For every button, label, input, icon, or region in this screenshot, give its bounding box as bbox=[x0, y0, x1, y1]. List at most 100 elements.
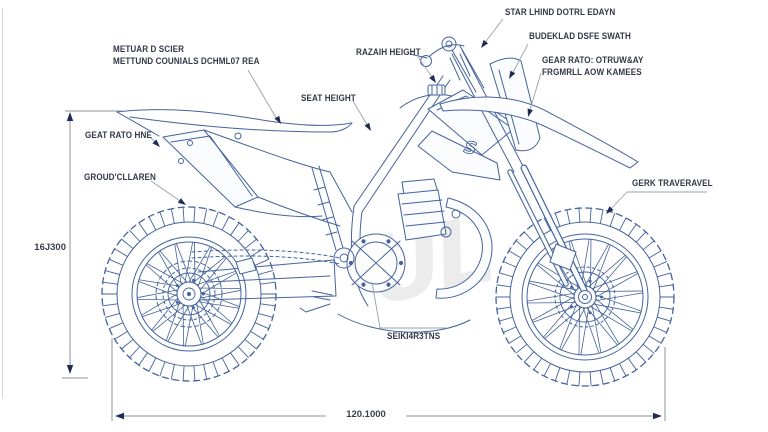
spoke bbox=[194, 303, 232, 325]
tire-knob bbox=[496, 284, 512, 288]
leader-arrowheads bbox=[152, 39, 614, 214]
tire-knob bbox=[193, 206, 196, 223]
tire-knob bbox=[221, 357, 230, 372]
spoke bbox=[152, 304, 186, 332]
spoke bbox=[590, 306, 633, 332]
tire-knob bbox=[648, 250, 662, 259]
tire-knob bbox=[599, 369, 604, 385]
tire-knob bbox=[114, 248, 128, 258]
label-budeklad: BUDEKLAD DSFE SWATH bbox=[529, 31, 631, 41]
spoke bbox=[196, 270, 237, 286]
tire-knob bbox=[230, 222, 240, 236]
tire-knob bbox=[237, 346, 249, 359]
arrowhead-icon bbox=[606, 206, 614, 214]
arrowhead-icon bbox=[429, 74, 436, 83]
leader-ground-clearance bbox=[150, 180, 184, 204]
tire-knob bbox=[129, 346, 141, 359]
arrow-down-icon bbox=[66, 365, 74, 374]
rim-outer bbox=[521, 233, 649, 361]
spoke bbox=[593, 303, 642, 314]
spoke bbox=[593, 244, 611, 291]
front-brake-caliper bbox=[549, 243, 577, 271]
spoke bbox=[136, 298, 180, 301]
spoke bbox=[199, 289, 242, 299]
leader-engine-note bbox=[371, 281, 446, 329]
label-top-note: METUAR D SCIER METTUND COUNIALS DCHML07 … bbox=[113, 43, 260, 67]
tire-knob bbox=[148, 357, 157, 372]
brake-disc bbox=[162, 267, 216, 321]
tire-knob bbox=[642, 343, 655, 354]
tire-knob bbox=[496, 306, 512, 310]
spoke bbox=[588, 254, 626, 288]
rear-wheel bbox=[101, 206, 277, 382]
tire-knob bbox=[108, 322, 124, 330]
label-gear-rato-line2: FRGMRLL AOW KAMEES bbox=[542, 67, 642, 77]
tire-knob bbox=[658, 306, 674, 310]
tire-knob bbox=[182, 206, 185, 223]
spoke bbox=[151, 297, 179, 331]
tire-knob bbox=[221, 216, 230, 231]
spoke bbox=[199, 257, 227, 291]
tire-knob bbox=[619, 217, 627, 231]
tire-knob bbox=[212, 211, 219, 227]
handlebar bbox=[409, 36, 471, 81]
label-engine-note: SEIKI4R3TNS bbox=[387, 331, 441, 341]
spoke bbox=[174, 243, 182, 286]
tire-knob bbox=[609, 212, 616, 227]
front-fender bbox=[439, 96, 639, 169]
dimension-lines bbox=[62, 110, 666, 421]
tire-knob bbox=[114, 330, 128, 340]
spoke bbox=[188, 246, 211, 283]
tire-knob bbox=[108, 258, 124, 266]
spoke bbox=[200, 272, 237, 295]
tire-knob bbox=[642, 240, 655, 251]
spoke bbox=[145, 264, 178, 293]
arrowhead-icon bbox=[177, 198, 186, 205]
leader-razaih-height bbox=[417, 56, 435, 81]
tire-knob bbox=[635, 351, 647, 363]
tire-knob bbox=[653, 326, 668, 333]
brake-lever bbox=[409, 53, 428, 59]
cylinder bbox=[397, 189, 447, 241]
tire-knob bbox=[257, 270, 274, 276]
leader-top-note bbox=[247, 69, 279, 122]
tire-knob bbox=[257, 312, 274, 318]
tire-knob bbox=[237, 229, 249, 242]
disc-bolt bbox=[600, 295, 603, 299]
tire-knob bbox=[619, 363, 627, 377]
rear-shock bbox=[311, 165, 344, 251]
leader-fork-travel bbox=[607, 191, 707, 213]
arrowhead-icon bbox=[481, 39, 489, 48]
spoke bbox=[165, 301, 181, 342]
tire-knob bbox=[104, 270, 121, 276]
spoke bbox=[192, 256, 226, 284]
leader-star-lhind bbox=[482, 18, 504, 46]
tire-knob bbox=[599, 209, 604, 225]
exhaust-header bbox=[435, 197, 493, 299]
tire-knob bbox=[578, 371, 581, 387]
disc-bolt bbox=[588, 279, 592, 283]
leader-lines bbox=[149, 18, 707, 329]
spoke bbox=[594, 302, 620, 345]
leader-seat-height bbox=[352, 100, 370, 129]
spoke bbox=[570, 240, 588, 287]
spoke bbox=[594, 256, 628, 294]
tire-knob bbox=[159, 211, 166, 227]
tire-knob bbox=[104, 312, 121, 318]
tire-knob bbox=[129, 229, 141, 242]
tire-knob bbox=[244, 238, 257, 250]
tire-knob bbox=[254, 258, 270, 266]
tire-knob bbox=[554, 367, 561, 382]
tire-knob bbox=[627, 223, 637, 237]
disc-bolt bbox=[175, 284, 179, 288]
spoke bbox=[167, 305, 190, 342]
front-fork-lower bbox=[507, 164, 592, 304]
swingarm bbox=[191, 249, 341, 301]
spoke bbox=[584, 243, 610, 287]
tire-knob bbox=[148, 216, 157, 231]
arrowhead-icon bbox=[509, 70, 516, 79]
tire-knob bbox=[159, 361, 166, 377]
spoke bbox=[198, 287, 242, 290]
tire-knob bbox=[498, 316, 514, 322]
disc-bolt bbox=[175, 300, 179, 304]
